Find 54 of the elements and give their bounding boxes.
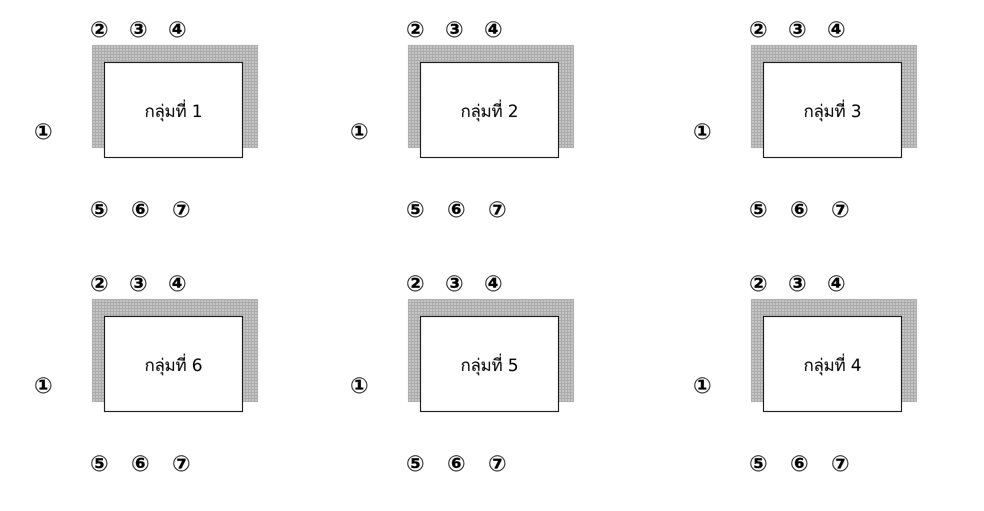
position-number: ④ bbox=[168, 20, 187, 42]
position-number: ② bbox=[90, 20, 109, 42]
position-number: ③ bbox=[788, 274, 807, 296]
group-box bbox=[420, 62, 559, 158]
position-number: ⑤ bbox=[749, 200, 768, 222]
group-box bbox=[104, 316, 243, 412]
position-number: ⑤ bbox=[90, 454, 109, 476]
position-number: ① bbox=[350, 122, 369, 144]
position-number: ① bbox=[693, 376, 712, 398]
position-number: ② bbox=[406, 20, 425, 42]
position-number: ③ bbox=[445, 274, 464, 296]
position-number: ② bbox=[406, 274, 425, 296]
group-label: กลุ่มที่ 4 bbox=[803, 352, 862, 378]
position-number: ② bbox=[749, 274, 768, 296]
position-number: ① bbox=[34, 122, 53, 144]
group-box bbox=[420, 316, 559, 412]
group-label: กลุ่มที่ 6 bbox=[144, 352, 203, 378]
position-number: ⑤ bbox=[406, 454, 425, 476]
position-number: ④ bbox=[827, 20, 846, 42]
position-number: ⑦ bbox=[488, 200, 507, 222]
position-number: ④ bbox=[484, 274, 503, 296]
position-number: ⑦ bbox=[831, 200, 850, 222]
position-number: ⑤ bbox=[90, 200, 109, 222]
position-number: ② bbox=[90, 274, 109, 296]
group-label: กลุ่มที่ 3 bbox=[803, 98, 862, 124]
position-number: ④ bbox=[827, 274, 846, 296]
group-label: กลุ่มที่ 5 bbox=[460, 352, 519, 378]
position-number: ⑤ bbox=[749, 454, 768, 476]
group-label: กลุ่มที่ 2 bbox=[460, 98, 519, 124]
position-number: ① bbox=[34, 376, 53, 398]
position-number: ③ bbox=[129, 20, 148, 42]
position-number: ⑤ bbox=[406, 200, 425, 222]
position-number: ③ bbox=[445, 20, 464, 42]
position-number: ⑥ bbox=[790, 454, 809, 476]
position-number: ④ bbox=[168, 274, 187, 296]
position-number: ⑥ bbox=[447, 200, 466, 222]
position-number: ⑥ bbox=[447, 454, 466, 476]
position-number: ① bbox=[350, 376, 369, 398]
position-number: ⑦ bbox=[488, 454, 507, 476]
position-number: ⑥ bbox=[790, 200, 809, 222]
group-box bbox=[763, 62, 902, 158]
position-number: ④ bbox=[484, 20, 503, 42]
position-number: ① bbox=[693, 122, 712, 144]
position-number: ⑦ bbox=[831, 454, 850, 476]
position-number: ⑦ bbox=[172, 454, 191, 476]
position-number: ③ bbox=[129, 274, 148, 296]
position-number: ⑦ bbox=[172, 200, 191, 222]
group-box bbox=[763, 316, 902, 412]
position-number: ② bbox=[749, 20, 768, 42]
group-box bbox=[104, 62, 243, 158]
position-number: ③ bbox=[788, 20, 807, 42]
group-label: กลุ่มที่ 1 bbox=[144, 98, 203, 124]
position-number: ⑥ bbox=[131, 454, 150, 476]
position-number: ⑥ bbox=[131, 200, 150, 222]
